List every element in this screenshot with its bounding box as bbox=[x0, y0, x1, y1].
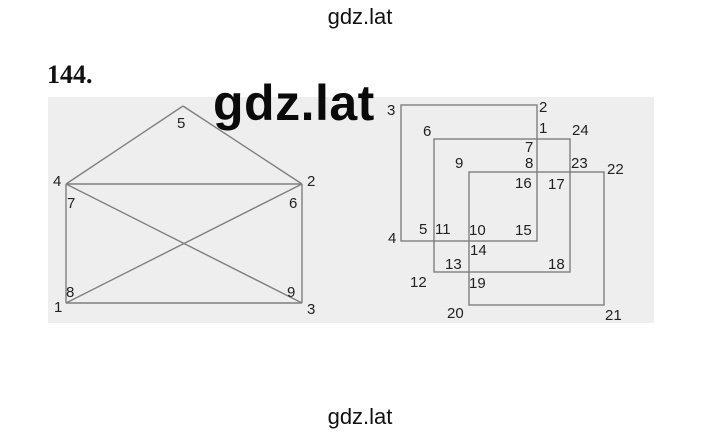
squares-label: 24 bbox=[572, 122, 589, 139]
squares-label: 18 bbox=[548, 256, 565, 273]
squares-label: 13 bbox=[445, 256, 462, 273]
envelope-diagonal-2 bbox=[65, 183, 303, 304]
envelope-flap-left bbox=[65, 105, 184, 185]
squares-label: 4 bbox=[388, 230, 396, 247]
squares-label: 9 bbox=[455, 155, 463, 172]
envelope-label: 5 bbox=[177, 115, 185, 132]
squares-label: 17 bbox=[548, 176, 565, 193]
squares-label: 8 bbox=[525, 155, 533, 172]
task-number: 144. bbox=[47, 60, 93, 89]
scan-background bbox=[48, 97, 654, 323]
envelope-label: 8 bbox=[66, 284, 74, 301]
squares-label: 10 bbox=[469, 222, 486, 239]
squares-label: 5 bbox=[419, 221, 427, 238]
squares-label: 7 bbox=[525, 139, 533, 156]
envelope-label: 1 bbox=[54, 299, 62, 316]
squares-label: 19 bbox=[469, 275, 486, 292]
squares-label: 20 bbox=[447, 305, 464, 322]
squares-label: 2 bbox=[539, 99, 547, 116]
envelope-labels: 1 2 3 4 5 6 7 8 9 bbox=[53, 115, 315, 318]
envelope-flap-right bbox=[182, 105, 303, 185]
squares-label: 22 bbox=[607, 161, 624, 178]
squares-label: 12 bbox=[410, 274, 427, 291]
square-inner bbox=[468, 171, 605, 306]
squares-label: 11 bbox=[435, 221, 451, 238]
squares-figure bbox=[400, 104, 605, 306]
squares-label: 3 bbox=[387, 102, 395, 119]
envelope-label: 2 bbox=[307, 173, 315, 190]
envelope-figure bbox=[65, 105, 303, 304]
squares-label: 1 bbox=[539, 120, 547, 137]
squares-label: 14 bbox=[470, 242, 487, 259]
envelope-label: 7 bbox=[67, 195, 75, 212]
envelope-label: 6 bbox=[289, 195, 297, 212]
watermark-center: gdz.lat bbox=[213, 75, 375, 131]
squares-label: 23 bbox=[571, 155, 588, 172]
squares-label: 15 bbox=[515, 222, 532, 239]
squares-label: 21 bbox=[605, 307, 622, 324]
envelope-label: 3 bbox=[307, 301, 315, 318]
squares-label: 16 bbox=[515, 175, 532, 192]
watermark-bottom: gdz.lat bbox=[327, 404, 393, 429]
envelope-label: 4 bbox=[53, 173, 61, 190]
envelope-label: 9 bbox=[287, 284, 295, 301]
squares-label: 6 bbox=[423, 123, 431, 140]
watermark-top: gdz.lat bbox=[327, 4, 393, 29]
squares-labels: 1 2 3 4 5 6 7 8 9 10 11 12 13 14 15 16 1… bbox=[387, 99, 624, 324]
square-middle bbox=[433, 138, 571, 273]
